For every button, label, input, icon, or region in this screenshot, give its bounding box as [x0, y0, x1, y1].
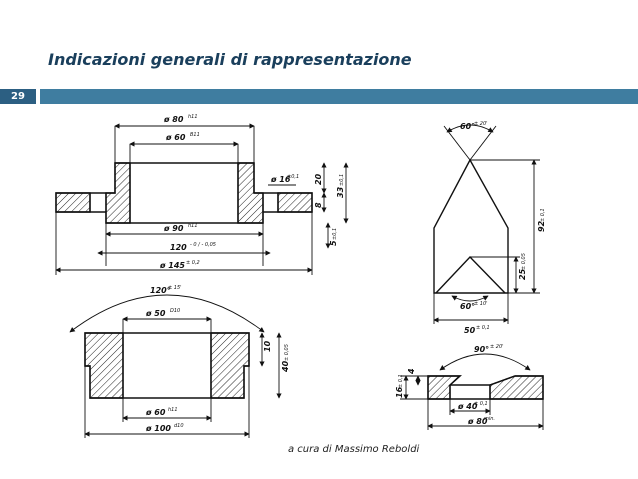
washer-dim-d1-tol: ± 0,1 — [474, 401, 488, 407]
cone-dim-h2-tol: ± 0,05 — [284, 344, 290, 361]
prism-dim-angle-bottom: 60° — [460, 302, 475, 311]
washer-dim-d2-tol: min. — [484, 416, 495, 422]
washer-dim-h1: 4 — [407, 368, 416, 375]
cone-dim-angle-tol: ± 15' — [168, 285, 182, 291]
cone-dim-d2: ø 60 — [145, 408, 166, 417]
flange-dim-d2-tol: B11 — [190, 132, 200, 138]
washer-dim-d2: ø 80 — [467, 417, 488, 426]
prism-dim-h1-tol: ± 0,1 — [540, 208, 546, 222]
cone-dim-h2: 40 — [281, 360, 290, 373]
washer-dim-d1: ø 40 — [457, 402, 478, 411]
prism-drawing — [433, 124, 540, 324]
flange-dim-d3-tol: ±0,1 — [287, 174, 299, 180]
flange-dim-d3: ø 16 — [270, 175, 291, 184]
prism-dim-h2-tol: ± 0,05 — [521, 253, 527, 270]
flange-dim-d1-tol: h11 — [188, 114, 198, 120]
flange-dim-d4-tol: h11 — [188, 223, 198, 229]
flange-dim-h3: 33 — [336, 186, 345, 198]
washer-dim-h2: 16 — [395, 386, 404, 398]
prism-dim-angle-top: 60° — [460, 122, 475, 131]
slide-footer: a cura di Massimo Reboldi — [288, 444, 420, 455]
prism-dim-h2: 25 — [518, 268, 527, 280]
slide-number: 29 — [0, 89, 36, 104]
cone-dim-d3: ø 100 — [145, 424, 171, 433]
flange-dim-d1: ø 80 — [163, 115, 184, 124]
flange-dim-len2-tol: ± 0,2 — [186, 260, 200, 266]
cone-dim-h1: 10 — [263, 340, 272, 352]
cone-dim-d1: ø 50 — [145, 309, 166, 318]
flange-dim-d4: ø 90 — [163, 224, 184, 233]
flange-dim-h4: 5 — [329, 240, 338, 246]
flange-drawing — [55, 123, 349, 275]
prism-dim-angle-bottom-tol: ± 10' — [474, 301, 488, 307]
cone-drawing — [69, 294, 282, 438]
flange-dim-h2: 8 — [314, 202, 323, 208]
slide-title: Indicazioni generali di rappresentazione — [48, 50, 412, 69]
flange-dim-h1: 20 — [314, 173, 323, 185]
title-bar — [40, 89, 638, 104]
flange-dim-len2: ø 145 — [159, 261, 185, 270]
washer-dim-angle: 90° — [474, 345, 489, 354]
flange-dim-h3-tol: ±0,1 — [339, 174, 345, 186]
washer-dim-angle-tol: ± 20' — [490, 344, 504, 350]
prism-dim-h1: 92 — [537, 220, 546, 232]
flange-dim-h4-tol: ±0,1 — [332, 228, 338, 240]
prism-dim-width-tol: ± 0,1 — [476, 325, 490, 331]
flange-dim-d2: ø 60 — [165, 133, 186, 142]
prism-dim-angle-top-tol: ± 20' — [474, 121, 488, 127]
flange-dim-len1-tol: - 0 / - 0,05 — [190, 242, 216, 248]
cone-dim-angle: 120° — [150, 286, 171, 295]
prism-dim-width: 50 — [464, 326, 476, 335]
cone-dim-d3-tol: d10 — [174, 423, 184, 429]
cone-dim-d1-tol: D10 — [170, 308, 180, 314]
washer-drawing — [400, 353, 544, 430]
cone-dim-d2-tol: h11 — [168, 407, 178, 413]
washer-dim-h2-tol: ± 0,1 — [398, 374, 404, 388]
flange-dim-len1: 120 — [170, 243, 187, 252]
